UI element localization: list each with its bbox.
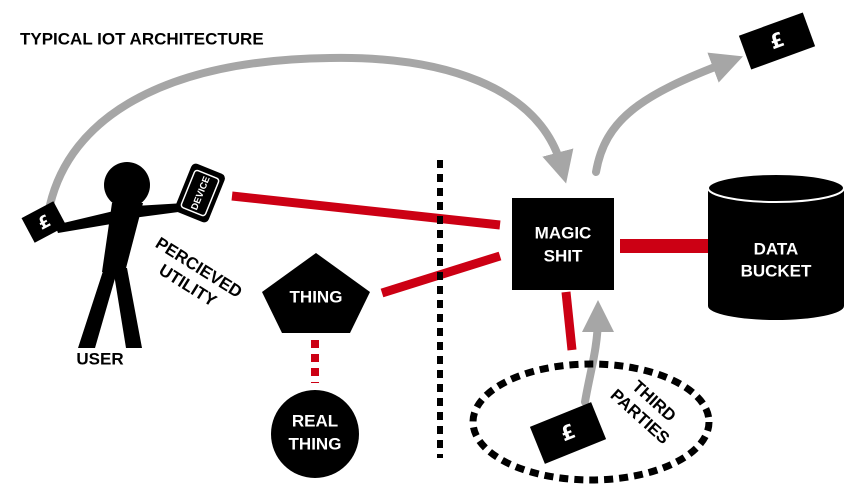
data-bucket-line1: DATA [754, 239, 799, 258]
device-magic-link [231, 191, 501, 230]
user-to-magic-arrow [46, 53, 574, 209]
magic-line1: MAGIC [535, 223, 592, 242]
device-phone: DEVICE [175, 163, 225, 223]
user-money-note: £ [21, 201, 67, 243]
third-parties-ellipse [469, 360, 713, 484]
user-label: USER [76, 349, 123, 368]
magic-box [512, 198, 614, 290]
perceived-utility-label: PERCIEVED UTILITY [152, 234, 245, 311]
thing-pentagon [262, 253, 370, 333]
user-figure [55, 162, 186, 348]
real-thing-circle [271, 390, 359, 478]
magic-to-money-arrow [592, 52, 743, 176]
real-thing-line1: REAL [292, 411, 338, 430]
data-bucket-cylinder [707, 173, 845, 320]
real-thing-line2: THING [289, 434, 342, 453]
data-bucket-line2: BUCKET [741, 261, 812, 280]
third-party-money-note: £ [529, 402, 607, 464]
magic-thirdparties-link [561, 291, 577, 351]
thing-label: THING [290, 287, 343, 306]
diagram-title: TYPICAL IOT ARCHITECTURE [20, 29, 264, 48]
revenue-money-note: £ [738, 12, 816, 70]
third-parties-to-magic-arrow [581, 300, 614, 406]
magic-line2: SHIT [544, 246, 583, 265]
